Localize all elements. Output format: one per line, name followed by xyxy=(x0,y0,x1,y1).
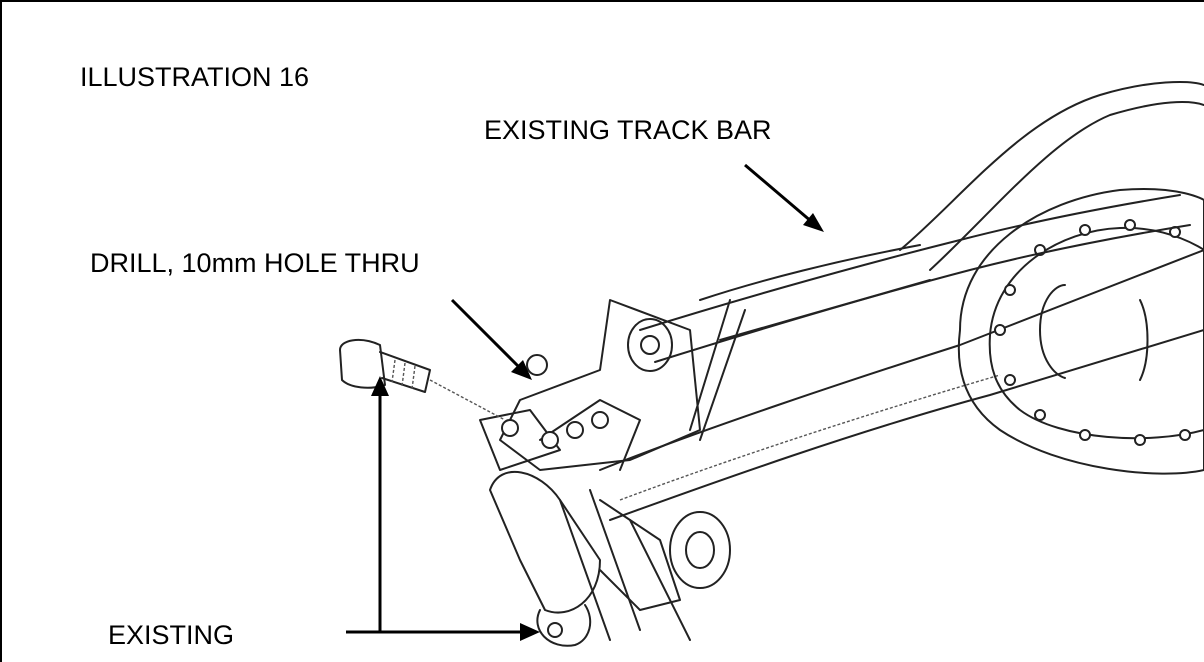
bracket-rod xyxy=(689,299,746,441)
differential-center xyxy=(1039,284,1149,381)
upper-housing xyxy=(899,81,1204,271)
bolt-threads xyxy=(391,359,416,390)
bolt-path-line xyxy=(429,379,506,421)
lower-bushing-inner xyxy=(685,531,715,569)
differential-cover xyxy=(988,226,1204,440)
bracket-plate-inner xyxy=(479,399,641,471)
track-bar-arrow xyxy=(744,163,813,224)
housing-arm xyxy=(699,244,931,341)
bolt-head xyxy=(339,338,386,389)
lower-ear-hole xyxy=(547,622,563,638)
bracket-plate xyxy=(499,299,701,471)
illustration-title: ILLUSTRATION 16 xyxy=(80,62,310,92)
track-bar-bolt xyxy=(640,335,660,355)
track-bar-bushing xyxy=(627,318,673,372)
bolt-shank xyxy=(379,351,431,393)
lower-ear xyxy=(536,604,592,647)
lower-mount xyxy=(489,471,681,614)
axle-tube-shading xyxy=(619,374,1001,501)
drill-arrow xyxy=(450,298,522,370)
axle-tube xyxy=(599,249,1204,521)
label-existing: EXISTING xyxy=(108,620,235,650)
lower-plates xyxy=(559,489,691,641)
cover-bolts xyxy=(994,219,1191,446)
track-bar xyxy=(639,194,1191,363)
label-drill-hole: DRILL, 10mm HOLE THRU xyxy=(90,248,420,278)
bracket-holes xyxy=(501,354,609,449)
label-existing-track-bar: EXISTING TRACK BAR xyxy=(484,115,772,145)
lower-bushing xyxy=(669,511,731,589)
